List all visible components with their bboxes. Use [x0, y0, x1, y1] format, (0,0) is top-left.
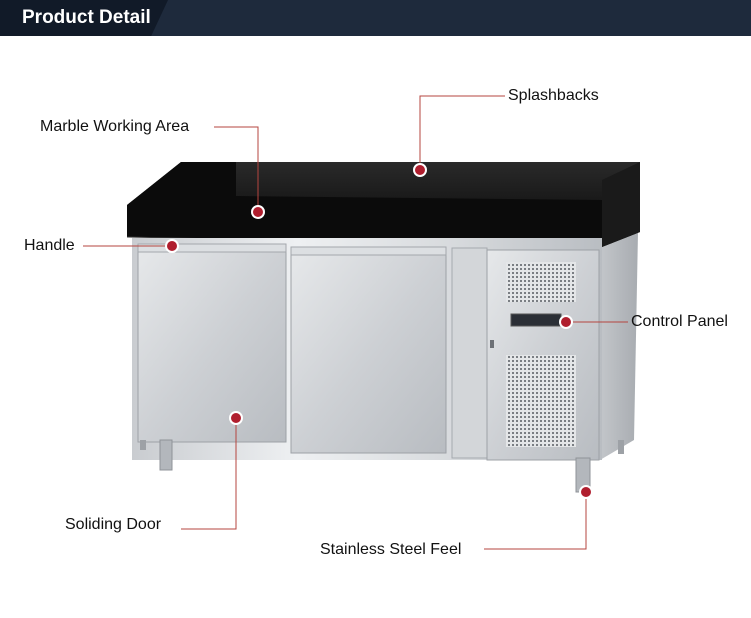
- marker-stainless-steel-feel: [579, 485, 593, 499]
- door-left: [137, 249, 287, 443]
- markers: [165, 163, 593, 499]
- marker-handle: [165, 239, 179, 253]
- lock-icon: [490, 340, 494, 348]
- leader-lines: [83, 95, 628, 550]
- header-tab: [0, 0, 168, 36]
- leader-marble-working-area: [214, 126, 259, 212]
- side-panel: [600, 232, 638, 460]
- header-bar: Product Detail: [0, 0, 751, 36]
- label-marble-working-area: Marble Working Area: [40, 118, 190, 135]
- label-handle: Handle: [24, 237, 75, 254]
- marker-soliding-door: [229, 411, 243, 425]
- leader-soliding-door: [181, 418, 237, 530]
- door-right: [290, 252, 447, 454]
- label-soliding-door: Soliding Door: [65, 516, 162, 533]
- door-left-handle: [137, 243, 287, 253]
- leg-back-left: [140, 440, 146, 450]
- marble-surface: [127, 162, 602, 247]
- leg-front-left: [159, 439, 173, 471]
- label-stainless-steel-feel: Stainless Steel Feel: [320, 541, 462, 558]
- compressor-compartment: [451, 247, 488, 459]
- marker-marble-working-area: [251, 205, 265, 219]
- leader-stainless-steel-feel: [484, 492, 587, 550]
- label-control-panel: Control Panel: [631, 313, 728, 330]
- refrigerator-illustration: [126, 162, 640, 493]
- label-splashbacks: Splashbacks: [508, 87, 599, 104]
- vent-upper: [506, 262, 576, 302]
- marker-control-panel: [559, 315, 573, 329]
- page-title: Product Detail: [22, 7, 151, 28]
- vent-lower: [506, 355, 576, 447]
- leader-splashbacks: [419, 95, 505, 170]
- marker-splashbacks: [413, 163, 427, 177]
- door-right-handle: [290, 246, 447, 256]
- splashback-right: [602, 162, 640, 247]
- control-display: [510, 313, 562, 327]
- leg-back-right: [618, 440, 624, 454]
